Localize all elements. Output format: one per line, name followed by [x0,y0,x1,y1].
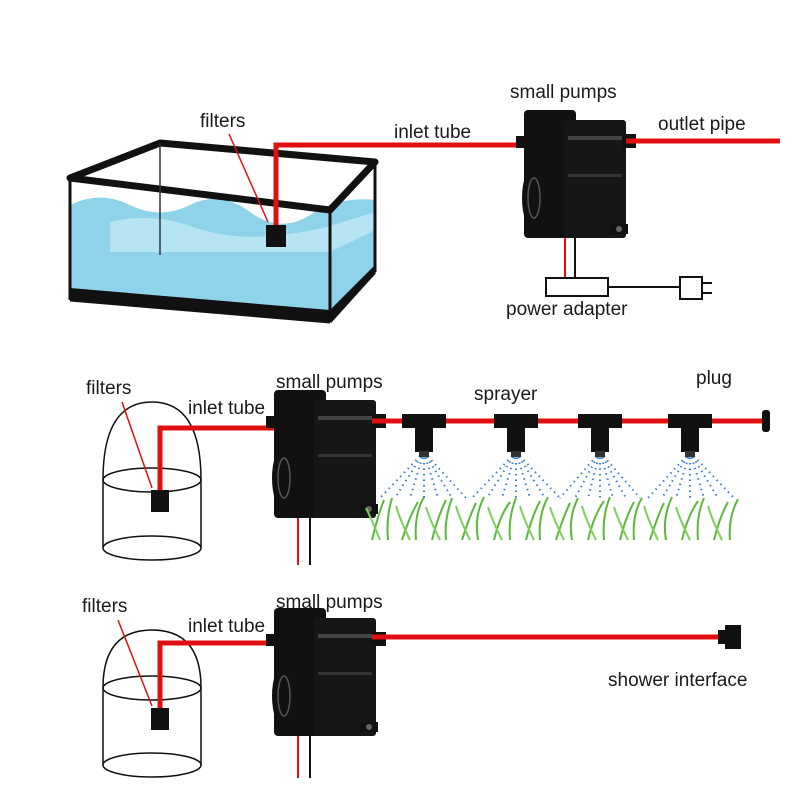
filters-pointer [117,619,153,707]
label-small-pumps: small pumps [276,372,383,393]
label-inlet-tube: inlet tube [188,616,265,637]
pump-icon [265,389,387,519]
filter-block [266,225,286,247]
power-adapter-icon [545,277,609,297]
diagram-aquarium-setup: filters inlet tube small pumps outlet pi… [66,82,780,324]
label-shower-interface: shower interface [608,670,747,691]
grass-field [365,496,739,541]
filters-pointer [228,133,269,223]
label-filters: filters [86,378,131,399]
label-sprayer: sprayer [474,384,538,405]
diagram-sprayer-setup: filters inlet tube small pumps sprayer p… [86,368,770,565]
pump-icon [515,109,637,239]
water-tank [66,139,379,324]
diagram-shower-setup: filters inlet tube small pumps shower in… [82,592,747,778]
spray-mist [379,451,735,499]
inlet-tube [157,640,282,708]
filter-block [151,708,169,730]
label-small-pumps: small pumps [510,82,617,103]
end-plug-icon [762,410,770,432]
label-filters: filters [200,111,245,132]
label-filters: filters [82,596,127,617]
shower-connector-icon [718,625,741,649]
inlet-tube [157,425,282,490]
sprayer-nozzle-icon [494,414,538,457]
sprayer-nozzle-icon [578,414,622,457]
sprayer-nozzle-icon [402,414,446,457]
pump-icon [265,607,387,737]
label-small-pumps: small pumps [276,592,383,613]
filter-block [151,490,169,512]
filters-pointer [121,401,153,489]
label-outlet-pipe: outlet pipe [658,114,746,135]
electric-plug-icon [679,276,712,300]
inlet-tube [273,142,520,225]
sprayer-nozzle-icon [668,414,712,457]
label-inlet-tube: inlet tube [394,122,471,143]
bucket-icon [102,629,202,778]
label-inlet-tube: inlet tube [188,398,265,419]
label-power-adapter: power adapter [506,299,628,320]
label-plug: plug [696,368,732,389]
